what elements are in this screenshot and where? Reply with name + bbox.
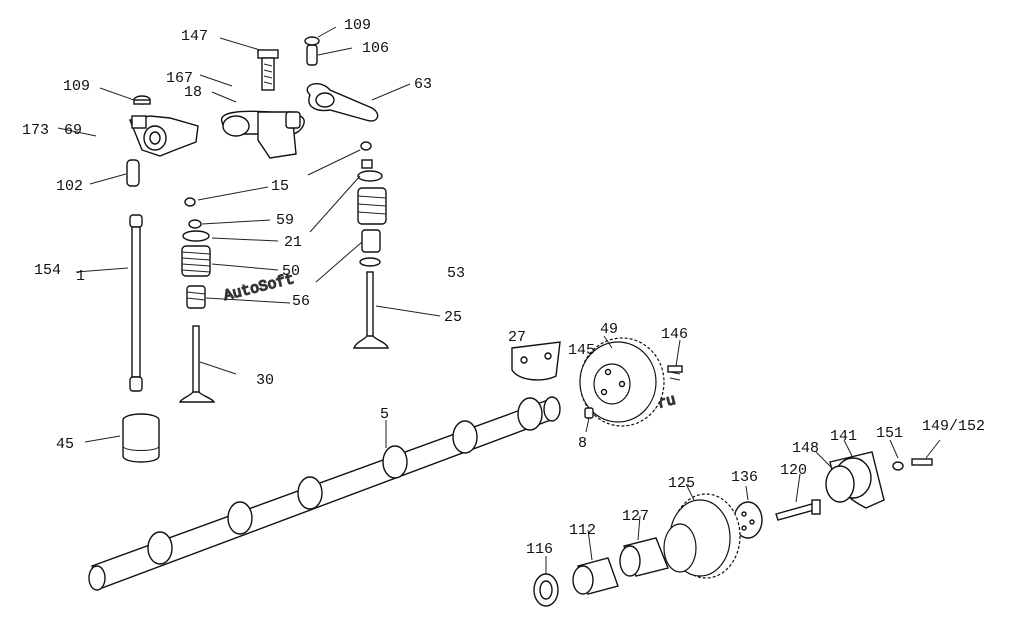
callout-53: 53: [447, 265, 465, 282]
callout-154: 154: [34, 262, 61, 279]
callout-21: 21: [284, 234, 302, 251]
push-rod-154[interactable]: [129, 214, 143, 392]
callout-106: 106: [362, 40, 389, 57]
callout-173: 173: [22, 122, 49, 139]
camshaft-gear-49[interactable]: [579, 337, 665, 427]
callout-149-152: 149/152: [922, 418, 985, 435]
callout-25: 25: [444, 309, 462, 326]
callout-136: 136: [731, 469, 758, 486]
callout-120: 120: [780, 462, 807, 479]
key-8[interactable]: [584, 407, 594, 419]
rocker-shaft-assembly[interactable]: [220, 110, 305, 159]
gasket-148[interactable]: [825, 465, 855, 503]
idler-gear-125[interactable]: [663, 493, 741, 579]
callout-18: 18: [184, 84, 202, 101]
callout-59: 59: [276, 212, 294, 229]
callout-146: 146: [661, 326, 688, 343]
adjusting-screw-106[interactable]: [304, 36, 320, 66]
rocker-arm-63[interactable]: [306, 82, 379, 122]
callout-116: 116: [526, 541, 553, 558]
callout-151: 151: [876, 425, 903, 442]
callout-49: 49: [600, 321, 618, 338]
callout-167: 167: [166, 70, 193, 87]
thrust-plate-27[interactable]: [511, 341, 561, 381]
bushing-127[interactable]: [619, 537, 669, 577]
callout-112: 112: [569, 522, 596, 539]
bolt-120[interactable]: [775, 499, 821, 521]
callout-30: 30: [256, 372, 274, 389]
callout-labels: 147 109 106 167 18 63 109 173 69 102 15 …: [22, 17, 985, 558]
callout-109-left: 109: [63, 78, 90, 95]
valve-group-left[interactable]: [178, 197, 216, 403]
callout-69: 69: [64, 122, 82, 139]
callout-56: 56: [292, 293, 310, 310]
callout-15: 15: [271, 178, 289, 195]
bolt-149-152[interactable]: [911, 458, 933, 466]
valve-group-right[interactable]: [353, 141, 389, 349]
bolt-146[interactable]: [667, 365, 683, 381]
tappet-45[interactable]: [122, 413, 160, 463]
washer-151[interactable]: [892, 461, 904, 471]
callout-27: 27: [508, 329, 526, 346]
callout-50: 50: [282, 263, 300, 280]
callout-109-top: 109: [344, 17, 371, 34]
callout-63: 63: [414, 76, 432, 93]
leader-lines: [57, 26, 941, 574]
callout-5: 5: [380, 406, 389, 423]
callout-102: 102: [56, 178, 83, 195]
callout-45: 45: [56, 436, 74, 453]
callout-141: 141: [830, 428, 857, 445]
callout-1: 1: [76, 268, 85, 285]
shaft-112[interactable]: [572, 557, 619, 595]
thrust-washer-116[interactable]: [533, 573, 559, 607]
callout-145: 145: [568, 342, 595, 359]
callout-147: 147: [181, 28, 208, 45]
bolt-147[interactable]: [257, 49, 279, 91]
callout-127: 127: [622, 508, 649, 525]
callout-148: 148: [792, 440, 819, 457]
callout-8: 8: [578, 435, 587, 452]
callout-125: 125: [668, 475, 695, 492]
camshaft-5[interactable]: [88, 396, 561, 591]
adjusting-screw-102[interactable]: [126, 159, 140, 187]
rocker-arm-69[interactable]: [129, 115, 199, 157]
nut-109[interactable]: [133, 95, 151, 105]
